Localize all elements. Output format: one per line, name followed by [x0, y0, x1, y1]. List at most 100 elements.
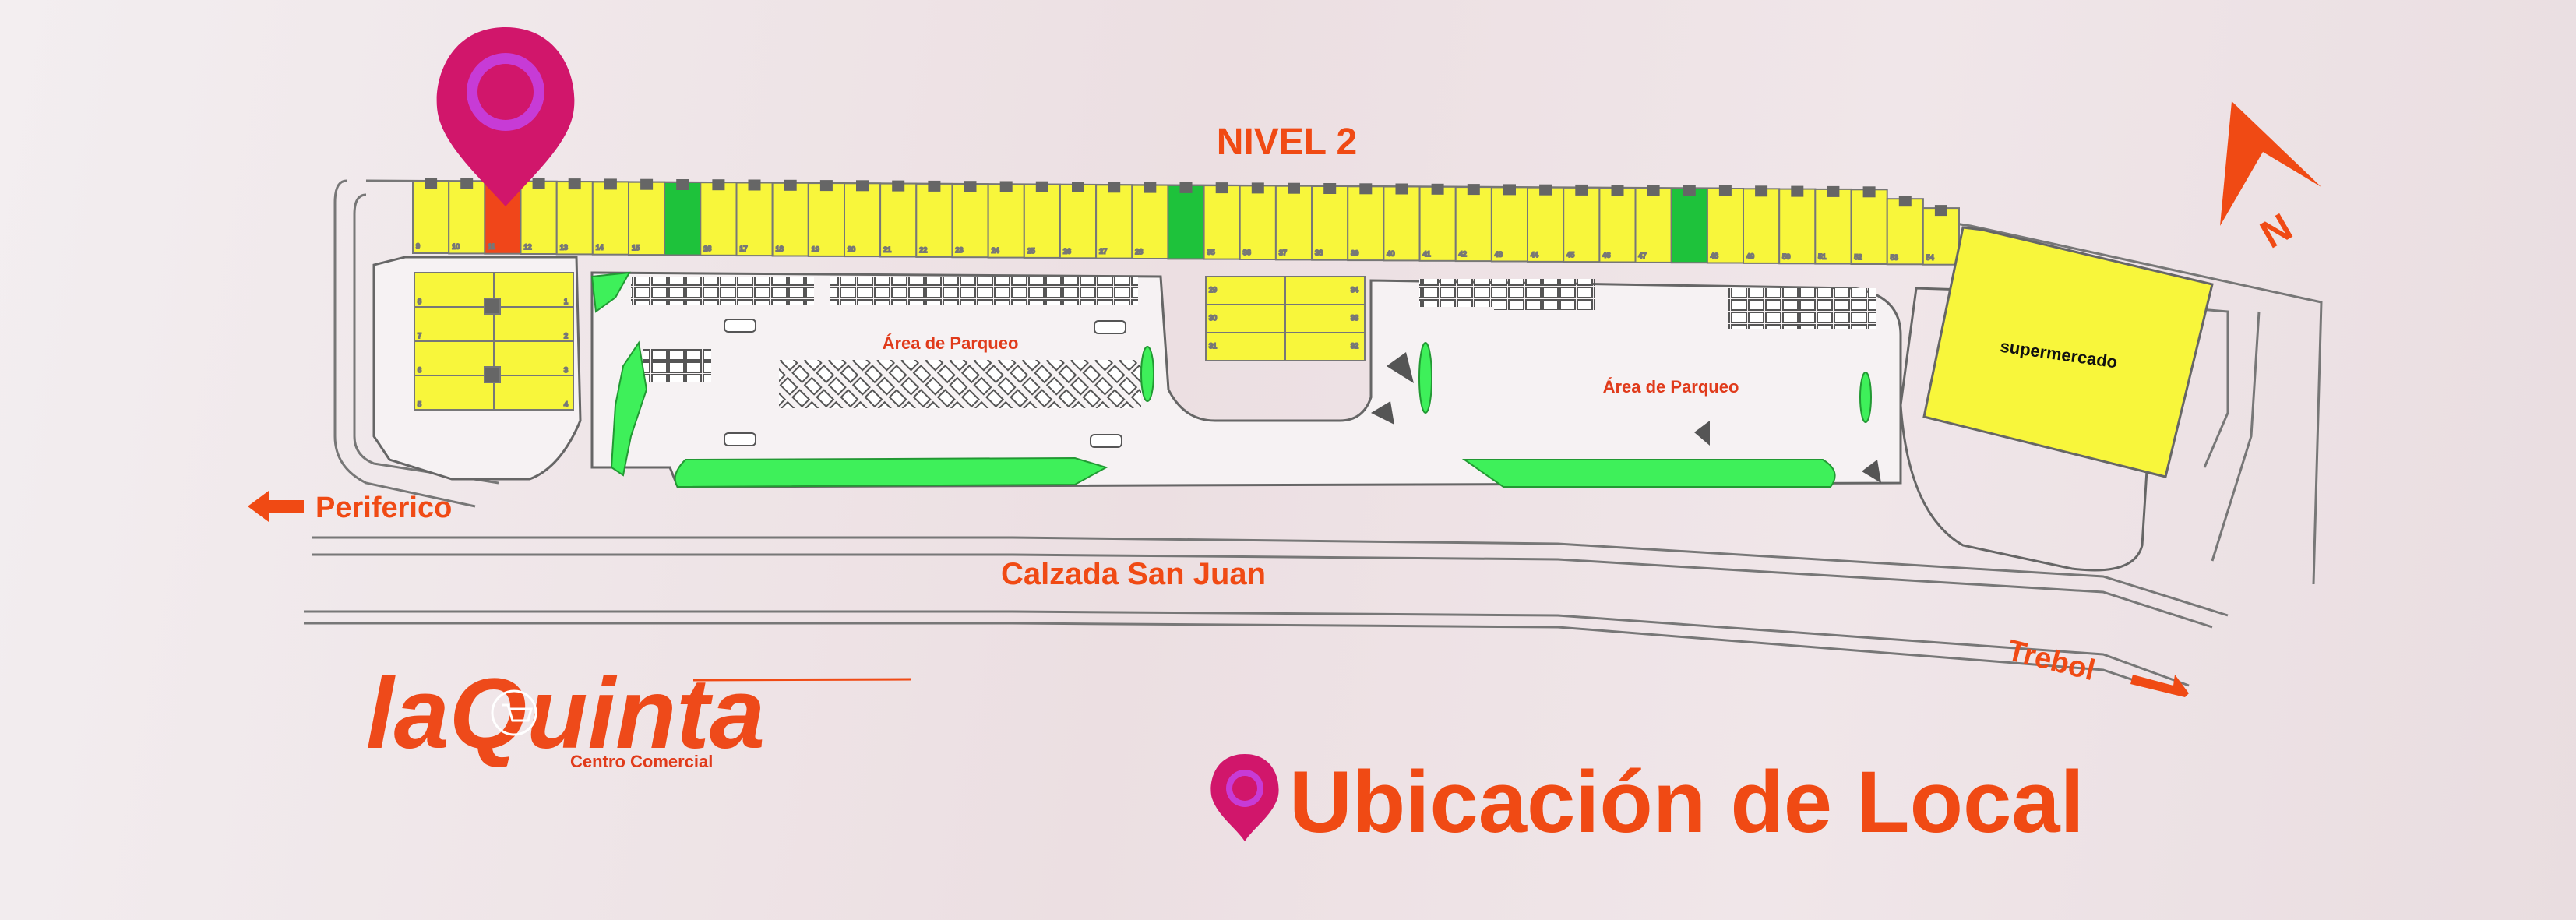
- store-unit-number: 52: [1855, 253, 1862, 261]
- north-arrow-icon: [2220, 101, 2321, 226]
- store-unit-number: 35: [1207, 249, 1215, 256]
- store-unit-number: 1: [564, 298, 568, 305]
- store-awning: [712, 179, 725, 191]
- store-unit: [1527, 186, 1565, 263]
- compass: N: [2220, 101, 2321, 257]
- store-unit-number: 37: [1279, 249, 1287, 256]
- store-unit-number: 5: [418, 400, 421, 408]
- store-unit-number: 15: [632, 244, 640, 252]
- store-awning: [460, 178, 474, 189]
- store-unit: [493, 272, 574, 308]
- exit-right-label: Trebol: [2004, 634, 2099, 687]
- store-unit: [555, 181, 594, 256]
- store-unit-number: 48: [1711, 252, 1718, 260]
- store-awning: [748, 179, 761, 191]
- store-unit-number: 6: [418, 366, 421, 374]
- stairs-green-area: [1670, 187, 1708, 264]
- store-unit: [1205, 332, 1286, 361]
- store-unit-number: 42: [1459, 250, 1467, 258]
- store-unit-number: 14: [596, 244, 604, 252]
- store-unit-number: 32: [1351, 342, 1358, 350]
- store-unit-number: 12: [524, 243, 532, 251]
- store-unit: [1490, 186, 1529, 263]
- road-outlines: [304, 179, 2323, 695]
- store-unit-number: 16: [703, 245, 711, 252]
- store-unit-number: 49: [1746, 252, 1754, 260]
- store-unit-number: 23: [955, 246, 963, 254]
- store-unit: [987, 183, 1025, 259]
- store-unit: [1274, 185, 1313, 261]
- traffic-arrows: [1371, 352, 1881, 483]
- store-awning: [1108, 182, 1121, 193]
- store-awning: [928, 180, 941, 192]
- store-awning: [1215, 182, 1228, 194]
- stairs-green-area: [664, 182, 702, 256]
- shopping-cart-icon: [491, 689, 537, 736]
- store-unit-number: 39: [1351, 249, 1358, 257]
- store-awning: [1898, 196, 1912, 207]
- store-awning: [568, 178, 581, 190]
- store-unit: [1922, 207, 1961, 266]
- location-pin-icon: [436, 27, 575, 206]
- store-awning: [676, 179, 689, 190]
- store-unit: [414, 340, 495, 376]
- store-unit: [1284, 304, 1366, 333]
- store-awning: [1718, 185, 1732, 196]
- store-unit-number: 24: [992, 247, 999, 255]
- store-unit-number: 21: [883, 246, 891, 254]
- exit-left-label: Periferico: [315, 492, 452, 524]
- store-unit-number: 47: [1639, 252, 1647, 259]
- store-awning: [964, 181, 977, 192]
- store-awning: [1575, 184, 1588, 196]
- store-unit: [1850, 189, 1888, 265]
- store-unit-number: 28: [1135, 248, 1143, 256]
- store-unit: [1203, 185, 1241, 260]
- store-unit-number: 17: [740, 245, 748, 252]
- store-unit: [414, 306, 495, 342]
- store-unit: [414, 272, 495, 308]
- supermarket-block: supermercado: [1922, 226, 2214, 478]
- store-unit-number: 33: [1351, 314, 1358, 322]
- store-unit: [412, 180, 450, 254]
- store-unit: [1598, 187, 1637, 263]
- store-unit-number: 36: [1243, 249, 1251, 256]
- store-unit: [1311, 185, 1349, 261]
- store-unit-number: 50: [1782, 252, 1790, 260]
- store-unit: [493, 306, 574, 342]
- brand-subtitle: Centro Comercial: [570, 752, 713, 771]
- store-awning: [1539, 184, 1552, 196]
- store-unit-number: 27: [1099, 248, 1107, 256]
- store-unit-number: 25: [1027, 247, 1035, 255]
- store-unit-number: 2: [564, 332, 568, 340]
- store-unit: [1284, 276, 1366, 305]
- parking-area-left: Área de Parqueo: [883, 333, 1019, 353]
- exit-periferico: Periferico: [248, 491, 452, 524]
- store-unit: [493, 340, 574, 376]
- store-awning: [1611, 185, 1624, 196]
- level-label: NIVEL 2: [1217, 122, 1358, 163]
- store-unit: [1284, 332, 1366, 361]
- store-unit-number: 41: [1423, 250, 1431, 258]
- brand-name: laQuinta: [366, 658, 765, 770]
- store-awning: [1072, 182, 1084, 192]
- store-unit-number: 8: [418, 298, 421, 305]
- store-awning: [1359, 183, 1373, 195]
- brand-logo: laQuinta Centro Comercial: [366, 658, 912, 771]
- store-unit-number: 26: [1063, 247, 1071, 255]
- store-awning: [856, 180, 869, 192]
- store-unit-number: 44: [1531, 251, 1538, 259]
- store-unit: [628, 181, 666, 256]
- store-unit: [1814, 188, 1852, 265]
- store-awning: [1179, 182, 1193, 193]
- store-awning: [1755, 185, 1768, 197]
- store-awning: [1288, 182, 1300, 194]
- compass-letter: N: [2254, 205, 2299, 257]
- store-awning: [1683, 185, 1696, 196]
- store-unit-number: 9: [416, 242, 420, 250]
- arrow-left-icon: [248, 491, 304, 522]
- store-awning: [1467, 184, 1480, 196]
- store-unit-number: 11: [488, 243, 495, 251]
